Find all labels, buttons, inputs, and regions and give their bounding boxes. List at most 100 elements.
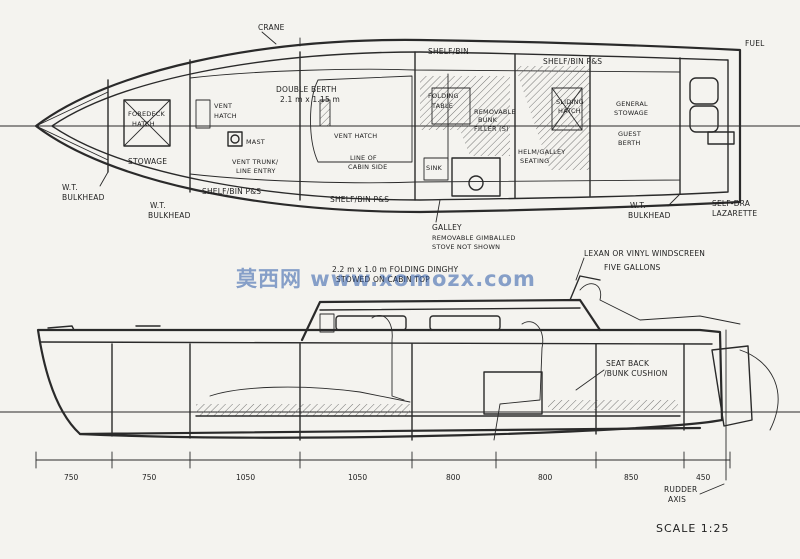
label-galley-2: REMOVABLE GIMBALLED: [432, 234, 516, 242]
profile-figure-seated-2: [493, 321, 544, 441]
profile-helm-sole: [548, 400, 678, 410]
plan-vent-hatch-2: [320, 100, 330, 126]
dimension-line: 750 750 1050 1050 800 800 850 450: [35, 451, 731, 482]
profile-view: [0, 275, 800, 481]
label-shelf-bin-ps-bottom: SHELF/BIN P&S: [202, 187, 261, 196]
label-dinghy-1: 2.2 m x 1.0 m FOLDING DINGHY: [332, 265, 458, 274]
profile-sheer: [39, 341, 713, 345]
plan-galley-counter: [451, 157, 501, 197]
label-wt-bulkhead-left-2: BULKHEAD: [62, 193, 105, 202]
label-double-berth-2: 2.1 m x 1.15 m: [280, 95, 340, 104]
profile-seat-box: [483, 371, 543, 415]
plan-table-top: [431, 87, 471, 125]
label-double-berth-1: DOUBLE BERTH: [276, 85, 337, 94]
label-sliding-hatch-2: HATCH: [558, 107, 581, 115]
plan-vent-hatch-1: [195, 99, 211, 129]
label-vent-hatch-mid: VENT HATCH: [334, 132, 377, 140]
label-galley-1: GALLEY: [432, 223, 462, 232]
profile-rudder: [711, 345, 753, 427]
label-seat-back-1: SEAT BACK: [606, 359, 650, 368]
label-helm-galley-1: HELM/GALLEY: [518, 148, 565, 156]
label-foredeck-hatch-1: FOREDECK: [128, 110, 166, 118]
label-removable-bunk-2: BUNK: [478, 116, 498, 124]
dimension-5: 800: [538, 473, 553, 482]
label-wt-bulkhead-low-1: W.T.: [150, 201, 166, 210]
label-self-drain-1: SELF-DRA: [712, 199, 751, 208]
label-folding-table-1: FOLDING: [428, 92, 459, 100]
plan-double-berth: [310, 75, 413, 163]
label-windscreen: LEXAN OR VINYL WINDSCREEN: [584, 249, 705, 258]
label-general-stowage-1: GENERAL: [616, 100, 648, 108]
label-line-of-cabin-1: LINE OF: [350, 154, 377, 162]
profile-labels: LEXAN OR VINYL WINDSCREEN FIVE GALLONS 2…: [332, 249, 729, 535]
dimension-0: 750: [64, 473, 79, 482]
plan-labels: CRANE FUEL SHELF/BIN SHELF/BIN P&S FORED…: [62, 23, 765, 251]
label-wt-bulkhead-right-2: BULKHEAD: [628, 211, 671, 220]
label-rudder-2: AXIS: [668, 495, 686, 504]
label-vent-trunk-1: VENT TRUNK/: [232, 158, 279, 166]
label-removable-bunk-3: FILLER (S): [474, 125, 509, 133]
label-galley-3: STOVE NOT SHOWN: [432, 243, 500, 251]
profile-cabin-top: [300, 298, 602, 342]
profile-tiller-arc: [739, 349, 779, 431]
watermark-text: 莫西网 www.xomozx.com: [235, 267, 536, 291]
label-fuel-gallons: FIVE GALLONS: [604, 263, 661, 272]
label-guest-berth-2: BERTH: [618, 139, 640, 147]
plan-fuel-tank-2: [689, 105, 719, 133]
label-seat-back-2: /BUNK CUSHION: [604, 369, 668, 378]
profile-figure-seated-1: [371, 315, 405, 401]
label-folding-table-2: TABLE: [431, 102, 453, 110]
label-foredeck-hatch-2: HATCH: [132, 120, 155, 128]
label-dinghy-2: STOWED ON CABIN TOP: [336, 275, 430, 284]
profile-keel: [78, 426, 702, 436]
dimension-7: 450: [696, 473, 711, 482]
plan-lazarette-box: [707, 131, 735, 145]
label-wt-bulkhead-left-1: W.T.: [62, 183, 78, 192]
label-wt-bulkhead-right-1: W.T.: [630, 201, 646, 210]
label-vent-trunk-2: LINE ENTRY: [236, 167, 276, 175]
label-helm-galley-2: SEATING: [520, 157, 549, 165]
profile-window-2: [429, 315, 501, 331]
plan-fuel-tank-1: [689, 77, 719, 105]
dimension-3: 1050: [348, 473, 367, 482]
profile-window-1: [335, 315, 407, 331]
plan-mast-step: [227, 131, 243, 147]
label-rudder-1: RUDDER: [664, 485, 697, 494]
label-removable-bunk-1: REMOVABLE: [474, 108, 516, 116]
label-crane: CRANE: [258, 23, 285, 32]
plan-view: [0, 37, 800, 214]
label-shelf-bin-ps-top: SHELF/BIN P&S: [543, 57, 602, 66]
label-sink: SINK: [426, 164, 443, 172]
label-scale: SCALE 1:25: [656, 522, 729, 535]
label-shelf-bin-top: SHELF/BIN: [428, 47, 469, 56]
profile-bow-fitting: [47, 325, 75, 331]
label-shelf-bin-ps-mid: SHELF/BIN P&S: [330, 195, 389, 204]
label-vent-hatch-1a: VENT: [214, 102, 232, 110]
plan-stove-burner: [468, 175, 484, 191]
profile-figure-on-deck: [579, 283, 741, 325]
plan-sink: [423, 157, 449, 181]
dimension-1: 750: [142, 473, 157, 482]
label-stowage: STOWAGE: [128, 157, 167, 166]
profile-berth-sole: [196, 404, 410, 416]
label-fuel: FUEL: [745, 39, 765, 48]
label-self-drain-2: LAZARETTE: [712, 209, 757, 218]
profile-figure-lying: [209, 386, 411, 403]
label-guest-berth-1: GUEST: [618, 130, 641, 138]
label-mast: MAST: [246, 138, 265, 146]
plan-cabin-side: [189, 68, 681, 184]
dimension-2: 1050: [236, 473, 255, 482]
plan-hull-outline: [34, 38, 742, 214]
plan-sliding-hatch: [551, 87, 583, 131]
label-sliding-hatch-1: SLIDING: [556, 98, 584, 106]
label-general-stowage-2: STOWAGE: [614, 109, 648, 117]
profile-window-fwd: [319, 313, 335, 333]
profile-windscreen: [569, 275, 601, 301]
plan-folding-table: [420, 76, 510, 156]
dimension-6: 850: [624, 473, 639, 482]
plan-foredeck-hatch: [123, 99, 171, 147]
plan-helm-seating: [515, 66, 590, 170]
plan-deck-inner-line: [51, 51, 729, 201]
